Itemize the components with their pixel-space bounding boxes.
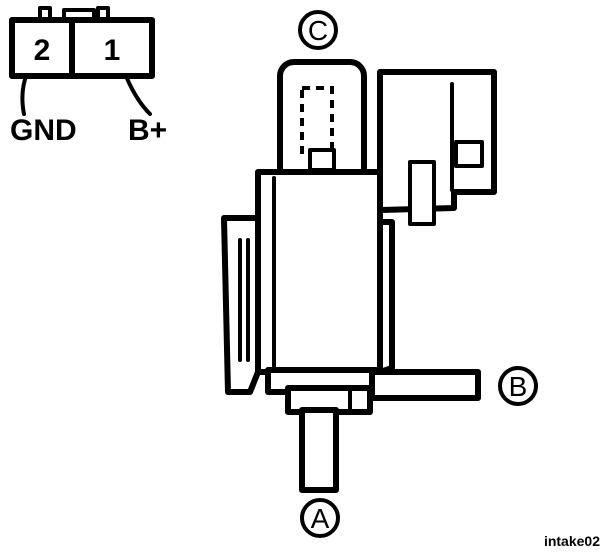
connector-body — [9, 17, 155, 79]
port-a-label: A — [311, 503, 330, 534]
pin-2-number: 2 — [34, 34, 51, 67]
bplus-leader-line — [124, 74, 152, 116]
port-c-circle — [298, 10, 338, 50]
gnd-leader-line — [20, 74, 28, 116]
valve-connector-pin — [408, 160, 436, 226]
bplus-label: B+ — [128, 114, 167, 147]
connector-pinout: 2 1 GND B+ — [9, 6, 167, 147]
figure-id: intake02 — [544, 533, 600, 549]
port-a-nozzle — [299, 407, 339, 493]
pin-1-number: 1 — [104, 34, 121, 67]
port-c-internal-passage — [300, 86, 334, 156]
gnd-label: GND — [10, 114, 77, 147]
solenoid-valve: C B A — [221, 10, 538, 538]
port-b-circle — [498, 366, 538, 406]
port-a-circle — [300, 498, 340, 538]
port-c-tip — [308, 148, 336, 172]
solenoid-body — [255, 169, 383, 375]
solenoid-body-step — [377, 219, 395, 375]
port-b-label: B — [509, 371, 528, 402]
valve-connector-window — [454, 140, 484, 168]
port-c-label: C — [308, 15, 328, 46]
port-b-nozzle — [369, 369, 481, 401]
